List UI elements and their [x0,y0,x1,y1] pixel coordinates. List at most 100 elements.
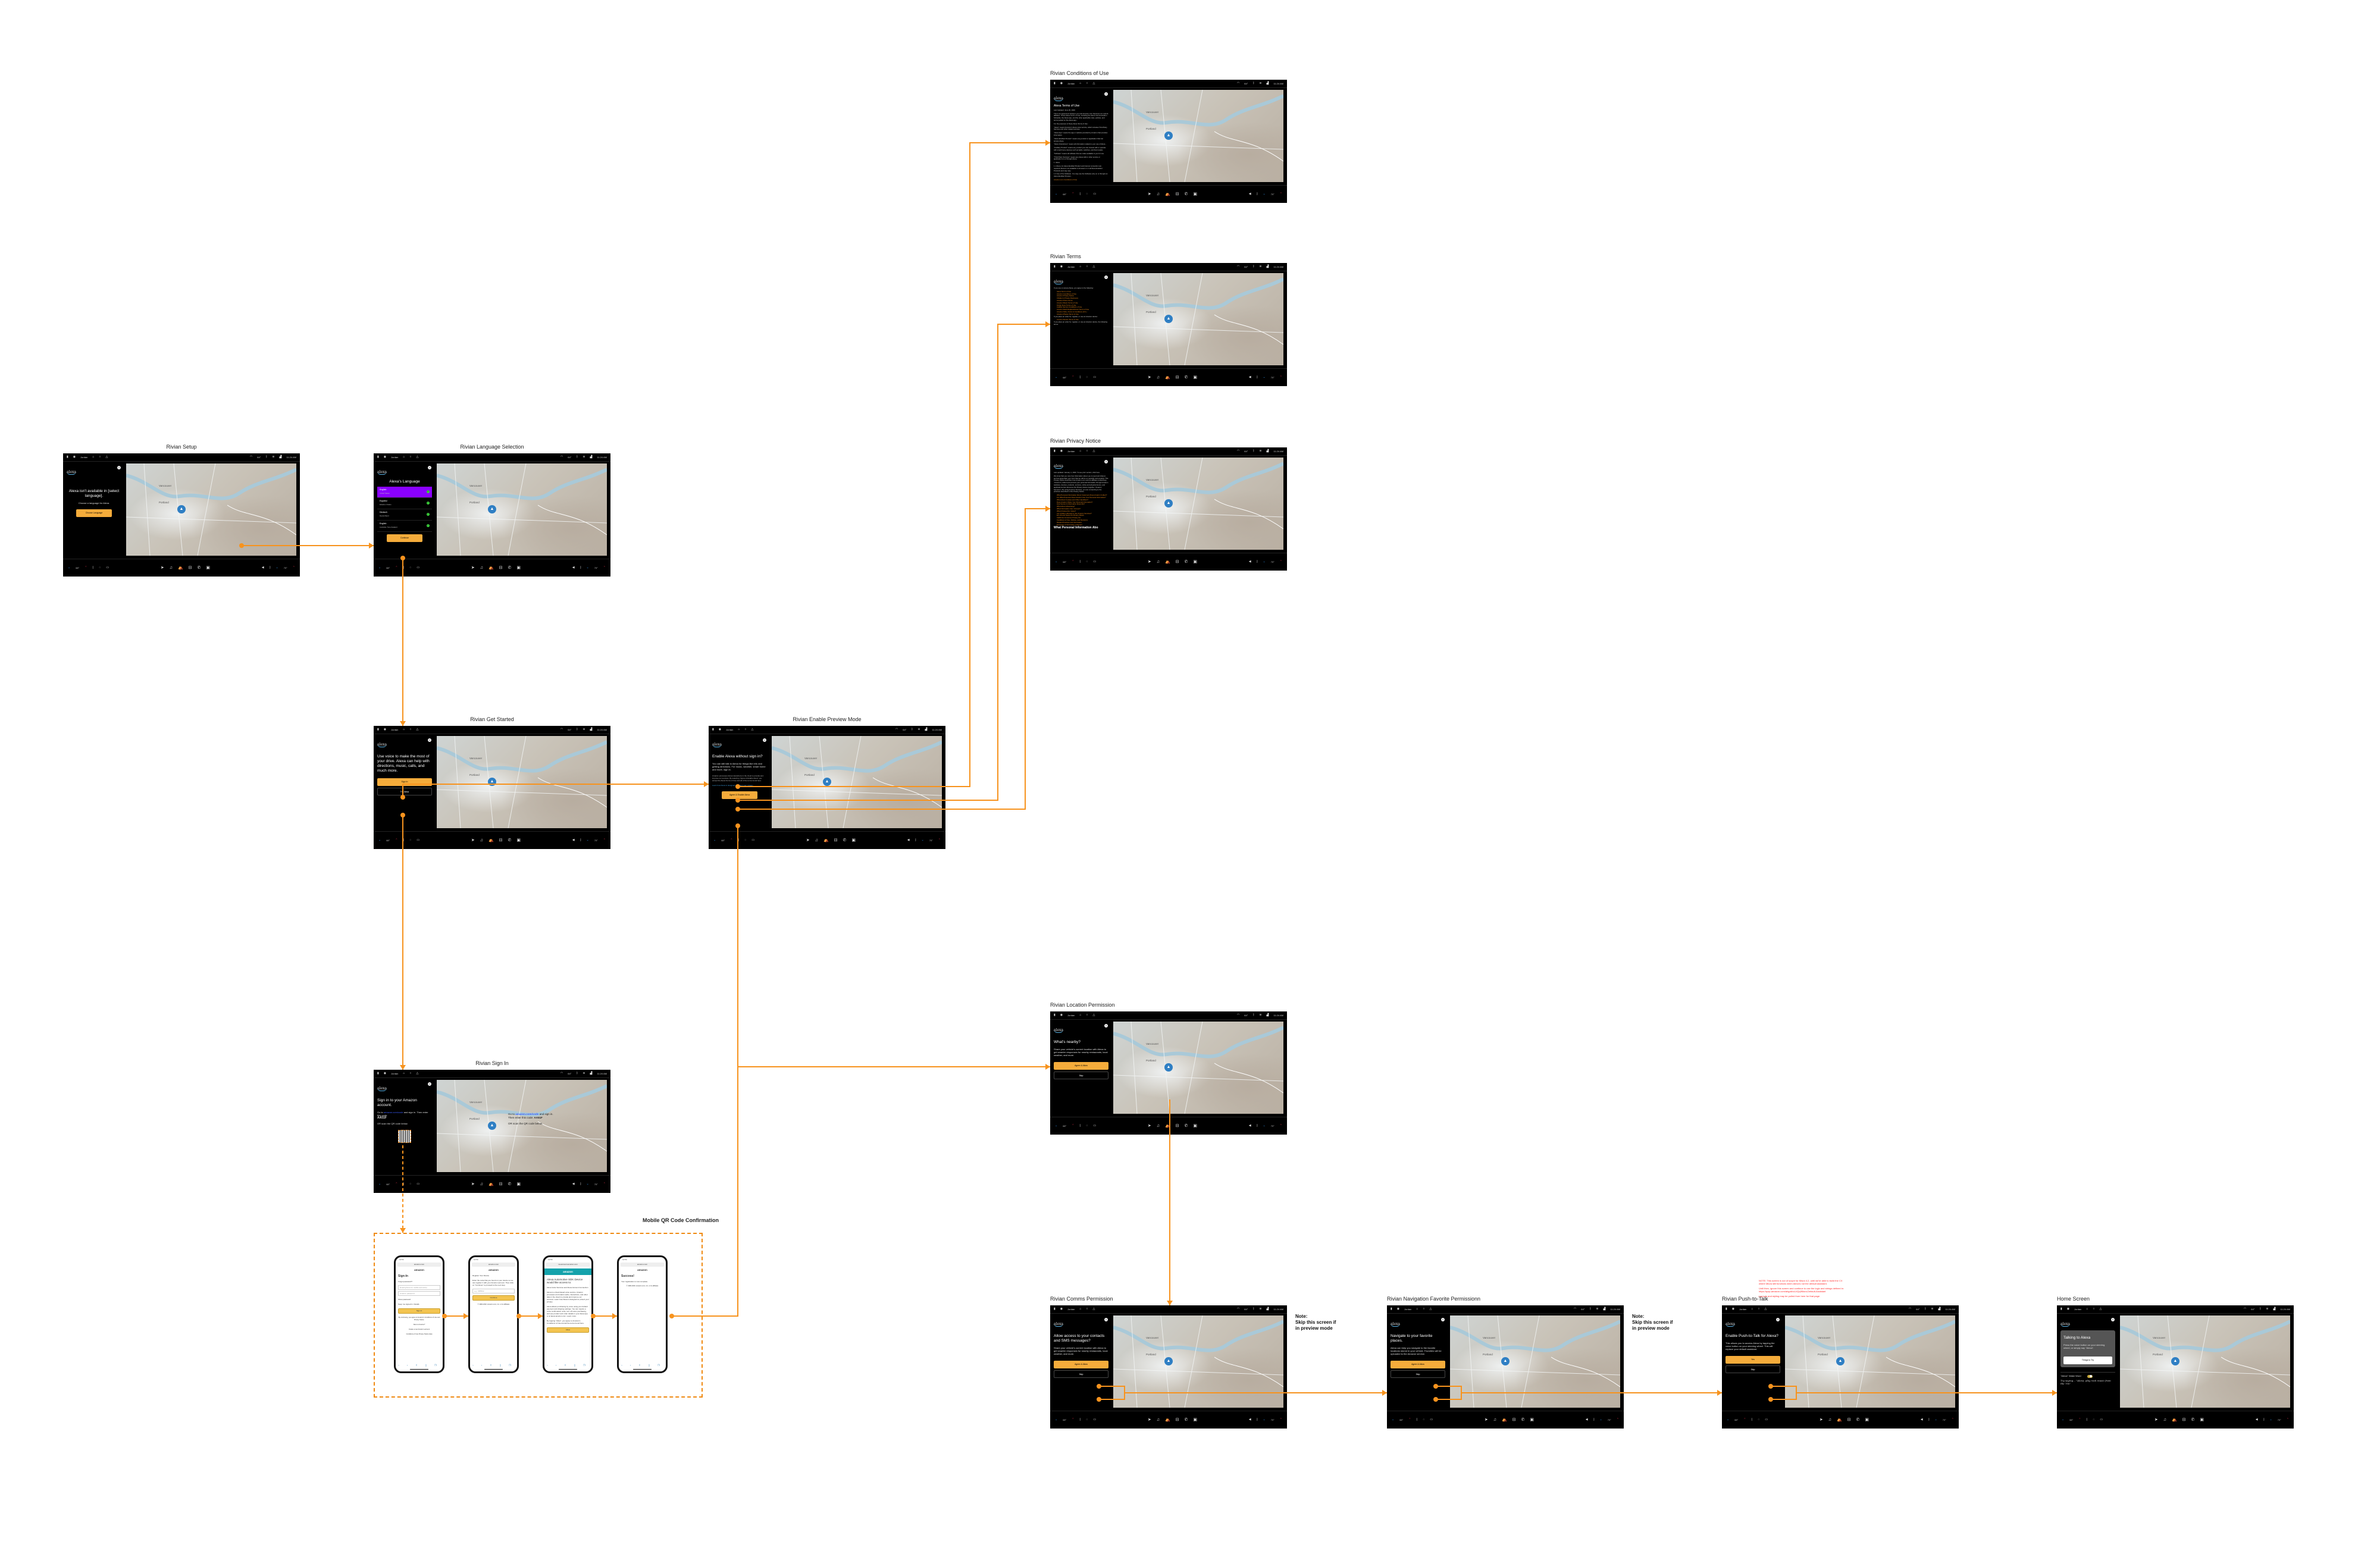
defrost-icon[interactable]: ◌ [1086,560,1088,563]
lock-icon[interactable]: ▮ [1054,265,1056,268]
temp-up-icon[interactable]: ⌃ [395,1182,398,1186]
close-icon[interactable]: × [1104,460,1108,463]
alexa-ring-icon[interactable]: ○ [99,455,101,459]
seat-icon[interactable]: ⌊ [1079,1124,1081,1127]
doc-link[interactable]: Examples of Information Collected [1057,523,1082,526]
car-icon[interactable]: ⌂ [1079,82,1082,85]
defrost-icon[interactable]: ◌ [2093,1418,2095,1421]
bell-icon[interactable]: △ [2099,1307,2102,1311]
bell-icon[interactable]: △ [1092,449,1095,453]
camp-icon[interactable]: ⛺ [823,838,829,842]
temp-up-icon[interactable]: ⌃ [730,838,733,842]
volume-icon[interactable]: ◀ [261,566,264,569]
temp-down-icon[interactable]: ⌄ [1263,560,1266,563]
alexa-app-icon[interactable]: ▣ [1865,1418,1869,1422]
seat-icon[interactable]: ⌊ [403,838,405,842]
vehicle-icon[interactable]: ⊟ [188,566,192,570]
close-icon[interactable]: × [1104,275,1108,279]
url-bar[interactable]: amazon.com [621,1263,664,1267]
alexa-ring-icon[interactable]: ○ [409,1072,412,1075]
profile-icon[interactable]: ◉ [1060,1307,1063,1311]
bell-icon[interactable]: △ [416,455,419,459]
temp-up-icon[interactable]: ⌃ [1072,1124,1075,1127]
volume-icon[interactable]: ◀ [2255,1418,2258,1421]
user-name[interactable]: Jordan [80,456,88,459]
defrost-icon[interactable]: ◌ [409,838,412,842]
doc-link[interactable]: What About Advertising? [1057,505,1075,508]
music-icon[interactable]: ♫ [1156,375,1160,380]
rear-defrost-icon[interactable]: ▭ [1430,1418,1433,1421]
navigation-icon[interactable]: ➤ [1147,1418,1151,1422]
navigation-icon[interactable]: ➤ [471,838,475,842]
seat-icon[interactable]: ⌊ [403,1182,405,1186]
temp-up-icon[interactable]: ⌃ [1072,192,1075,196]
close-icon[interactable]: × [428,1082,431,1086]
alexa-app-icon[interactable]: ▣ [851,838,856,842]
temp-down-icon[interactable]: ⌄ [1727,1418,1730,1421]
navigation-icon[interactable]: ➤ [1147,192,1151,196]
vehicle-icon[interactable]: ⊟ [2182,1418,2186,1422]
music-icon[interactable]: ♫ [815,838,818,842]
doc-link[interactable]: Amazon Prime Terms [1057,299,1073,302]
close-icon[interactable]: × [428,738,431,742]
bell-icon[interactable]: △ [1092,82,1095,85]
user-name[interactable]: Jordan [1067,1308,1075,1311]
defrost-icon[interactable]: ◌ [1423,1418,1425,1421]
rear-defrost-icon[interactable]: ▭ [1093,375,1097,379]
car-icon[interactable]: ⌂ [403,455,405,459]
volume-icon[interactable]: ◀ [1248,1124,1251,1127]
temp-up-icon[interactable]: ⌃ [603,1182,606,1186]
secondary-button[interactable]: Try Alexa [377,788,432,795]
seat-icon[interactable]: ⌋ [1256,560,1258,563]
temp-up-icon[interactable]: ⌃ [1072,375,1075,379]
phone-icon[interactable]: ✆ [197,566,201,570]
user-name[interactable]: Jordan [1067,450,1075,453]
profile-icon[interactable]: ◉ [1731,1307,1735,1311]
close-icon[interactable]: × [1104,92,1108,96]
temp-down-icon[interactable]: ⌄ [378,1182,381,1186]
phone-button[interactable]: Sign-In [398,1308,440,1314]
rear-defrost-icon[interactable]: ▭ [1093,560,1097,563]
temp-up-icon[interactable]: ⌃ [938,838,941,842]
volume-icon[interactable]: ◀ [572,838,575,842]
camp-icon[interactable]: ⛺ [1164,375,1170,380]
lock-icon[interactable]: ▮ [1391,1307,1392,1311]
temp-down-icon[interactable]: ⌄ [586,1182,589,1186]
music-icon[interactable]: ♫ [2163,1418,2166,1422]
primary-button[interactable]: Yes [1726,1355,1780,1364]
secondary-button[interactable]: Skip [1054,1071,1108,1079]
primary-button[interactable]: Sign In [377,778,432,786]
alexa-app-icon[interactable]: ▣ [2200,1418,2204,1422]
temp-down-icon[interactable]: ⌄ [2269,1418,2272,1421]
doc-link[interactable]: Related Practices and Information [1057,521,1082,524]
lock-icon[interactable]: ▮ [377,728,379,731]
seat-icon[interactable]: ⌊ [1079,192,1081,196]
temp-down-icon[interactable]: ⌄ [1055,375,1058,379]
seat-icon[interactable]: ⌊ [1416,1418,1418,1421]
seat-icon[interactable]: ⌋ [580,838,581,842]
vehicle-icon[interactable]: ⊟ [1175,1418,1179,1422]
profile-icon[interactable]: ◉ [383,1072,387,1075]
alexa-app-icon[interactable]: ▣ [1530,1418,1535,1422]
rear-defrost-icon[interactable]: ▭ [416,566,420,569]
phone-icon[interactable]: ✆ [1184,560,1188,564]
lock-icon[interactable]: ▮ [1726,1307,1727,1311]
seat-icon[interactable]: ⌋ [1593,1418,1595,1421]
music-icon[interactable]: ♫ [480,1182,483,1186]
seat-icon[interactable]: ⌊ [1079,560,1081,563]
close-icon[interactable]: × [2111,1318,2115,1321]
close-icon[interactable]: × [1776,1318,1780,1321]
defrost-icon[interactable]: ◌ [1086,1124,1088,1127]
temp-up-icon[interactable]: ⌃ [1279,560,1282,563]
camp-icon[interactable]: ⛺ [1836,1418,1842,1422]
defrost-icon[interactable]: ◌ [1758,1418,1760,1421]
bell-icon[interactable]: △ [416,728,419,731]
doc-link[interactable]: Alexa Terms of Use [1057,290,1072,293]
temp-down-icon[interactable]: ⌄ [586,566,589,569]
defrost-icon[interactable]: ◌ [1086,1418,1088,1421]
